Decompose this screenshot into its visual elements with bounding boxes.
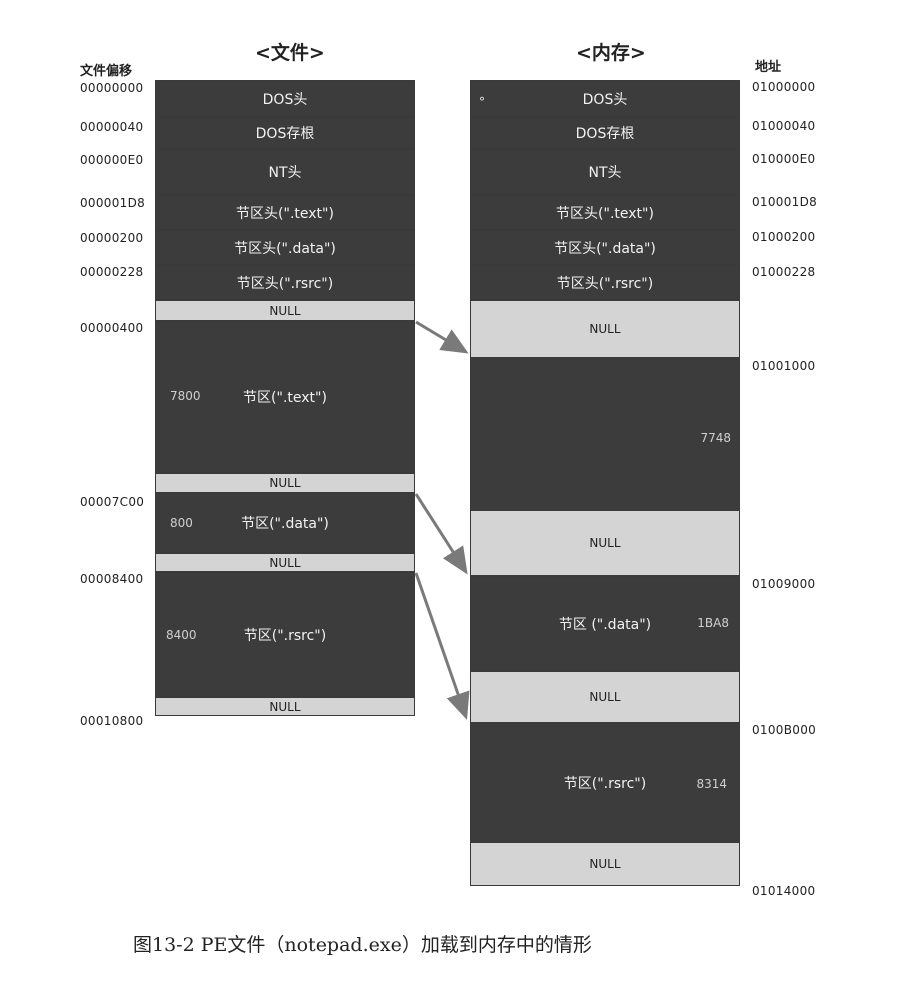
memory-section-header-rsrc-block: 节区头(".rsrc") <box>470 265 740 300</box>
memory-section-rsrc-block: 节区(".rsrc") 8314 <box>470 723 740 842</box>
file-section-header-text-block: 节区头(".text") <box>155 195 415 230</box>
block-label: NULL <box>589 857 621 871</box>
block-label: 节区(".data") <box>241 516 329 532</box>
block-label: DOS存根 <box>255 126 315 142</box>
memory-null-padding-block: NULL <box>470 300 740 358</box>
section-size-label: 8314 <box>696 777 727 791</box>
block-label: NULL <box>269 555 301 570</box>
memory-address-label: 01000000 <box>752 80 816 94</box>
file-dos-header-block: DOS头 <box>155 80 415 117</box>
file-null-padding-block: NULL <box>155 697 415 716</box>
file-nt-header-block: NT头 <box>155 149 415 195</box>
file-null-padding-block: NULL <box>155 473 415 493</box>
figure-caption: 图13-2 PE文件（notepad.exe）加载到内存中的情形 <box>133 934 592 956</box>
section-size-label: 8400 <box>166 628 197 642</box>
block-label: NULL <box>269 699 301 714</box>
block-label: 节区头(".text") <box>236 205 334 222</box>
block-label: NULL <box>589 322 621 336</box>
section-size-label: 7748 <box>700 431 731 445</box>
memory-column-title: <内存> <box>576 42 646 64</box>
file-offset-label: 00000000 <box>80 81 144 95</box>
file-offset-label: 00007C00 <box>80 495 145 509</box>
file-offset-header: 文件偏移 <box>80 64 133 79</box>
file-offset-label: 000001D8 <box>80 196 146 210</box>
block-label: DOS头 <box>262 91 308 108</box>
address-header: 地址 <box>755 60 782 75</box>
file-section-rsrc-block: 8400 节区(".rsrc") <box>155 572 415 697</box>
block-label: DOS头 <box>582 91 628 108</box>
file-null-padding-block: NULL <box>155 300 415 321</box>
file-section-header-rsrc-block: 节区头(".rsrc") <box>155 265 415 300</box>
memory-section-text-block: 7748 <box>470 358 740 510</box>
memory-address-label: 0100B000 <box>752 723 817 737</box>
block-label: NULL <box>589 536 621 550</box>
file-dos-stub-block: DOS存根 <box>155 117 415 149</box>
memory-null-padding-block: NULL <box>470 671 740 723</box>
memory-section-header-text-block: 节区头(".text") <box>470 195 740 230</box>
file-null-padding-block: NULL <box>155 553 415 572</box>
file-column-title: <文件> <box>255 42 325 64</box>
file-offset-label: 00008400 <box>80 572 144 586</box>
block-label: NULL <box>269 303 301 318</box>
memory-section-header-data-block: 节区头(".data") <box>470 230 740 265</box>
file-offset-label: 00000400 <box>80 321 144 335</box>
block-label: 节区 (".data") <box>558 616 652 633</box>
memory-nt-header-block: NT头 <box>470 149 740 195</box>
memory-address-label: 01001000 <box>752 359 816 373</box>
block-label: NULL <box>589 690 621 704</box>
section-size-label: 800 <box>170 516 193 530</box>
block-label: 节区头(".text") <box>556 205 654 222</box>
block-label: 节区(".rsrc") <box>243 627 327 644</box>
file-offset-label: 00000040 <box>80 120 144 134</box>
block-label: 节区(".rsrc") <box>563 775 647 792</box>
block-label: NT头 <box>588 165 622 181</box>
section-size-label: 7800 <box>170 389 201 403</box>
memory-address-label: 01009000 <box>752 577 816 591</box>
file-offset-label: 00010800 <box>80 714 144 728</box>
memory-null-padding-block: NULL <box>470 842 740 886</box>
block-label: 节区头(".data") <box>554 240 656 257</box>
arrow-rsrc-section <box>414 572 470 720</box>
section-size-label: 1BA8 <box>697 616 729 630</box>
file-section-header-data-block: 节区头(".data") <box>155 230 415 265</box>
block-label: NT头 <box>268 165 302 181</box>
file-offset-label: 00000228 <box>80 265 144 279</box>
block-label: 节区(".text") <box>243 390 327 406</box>
block-label: 节区头(".rsrc") <box>556 275 654 292</box>
memory-dos-stub-block: DOS存根 <box>470 117 740 149</box>
file-section-data-block: 800 节区(".data") <box>155 493 415 553</box>
memory-address-label: 01000200 <box>752 230 816 244</box>
memory-address-label: 01014000 <box>752 884 816 898</box>
block-label: 节区头(".data") <box>234 240 336 257</box>
memory-address-label: 010001D8 <box>752 195 818 209</box>
file-offset-label: 00000200 <box>80 231 144 245</box>
block-label: DOS存根 <box>575 126 635 142</box>
marker-dot: ° <box>479 95 485 109</box>
arrow-text-section <box>415 320 469 354</box>
memory-null-padding-block: NULL <box>470 510 740 576</box>
block-label: NULL <box>269 476 301 490</box>
file-section-text-block: 7800 节区(".text") <box>155 321 415 473</box>
memory-dos-header-block: ° DOS头 <box>470 80 740 117</box>
memory-address-label: 01000228 <box>752 265 816 279</box>
memory-address-label: 01000040 <box>752 119 816 133</box>
file-offset-label: 000000E0 <box>80 153 144 167</box>
block-label: 节区头(".rsrc") <box>236 275 334 292</box>
arrow-data-section <box>414 493 468 575</box>
memory-address-label: 010000E0 <box>752 152 816 166</box>
memory-section-data-block: 节区 (".data") 1BA8 <box>470 576 740 671</box>
